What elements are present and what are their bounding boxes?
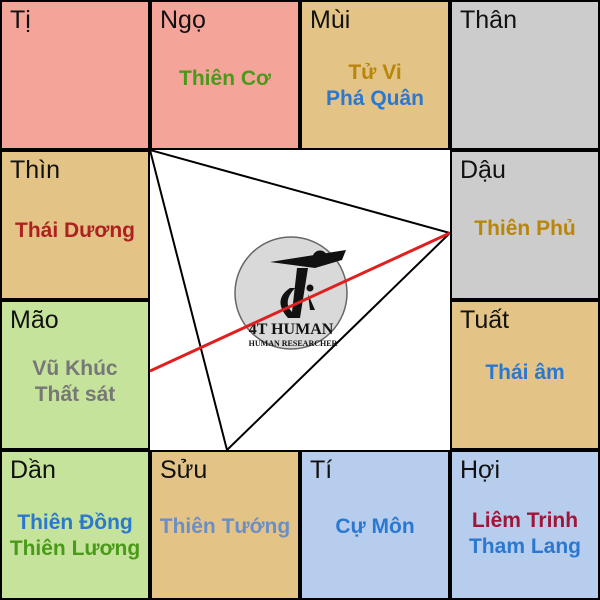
palace-ngo: Ngọ Thiên Cơ: [150, 0, 300, 150]
branch-label: Thân: [460, 6, 517, 34]
branch-label: Ngọ: [160, 6, 206, 34]
center-panel: 4T HUMAN HUMAN RESEARCHER: [150, 150, 450, 450]
branch-label: Tuất: [460, 306, 510, 334]
palace-tuat: Tuất Thái âm: [450, 300, 600, 450]
star-name: Thiên Phủ: [474, 217, 576, 240]
logo-tagline: HUMAN RESEARCHER: [249, 339, 338, 348]
star-name: Cự Môn: [335, 515, 415, 538]
palace-dan: Dần Thiên Đồng Thiên Lương: [0, 450, 150, 600]
branch-label: Tị: [10, 6, 31, 34]
logo-brand: 4T HUMAN: [249, 321, 334, 338]
palace-dau: Dậu Thiên Phủ: [450, 150, 600, 300]
palace-thin: Thìn Thái Dương: [0, 150, 150, 300]
star-name: Thiên Đồng: [17, 511, 133, 534]
branch-label: Dậu: [460, 156, 506, 184]
palace-than: Thân: [450, 0, 600, 150]
palace-suu: Sửu Thiên Tướng: [150, 450, 300, 600]
palace-ti: Tị: [0, 0, 150, 150]
star-name: Thái âm: [485, 361, 565, 384]
star-name: Thiên Lương: [9, 537, 141, 560]
star-name: Vũ Khúc: [32, 357, 118, 380]
branch-label: Dần: [10, 456, 56, 484]
star-name: Thiên Tướng: [159, 515, 291, 538]
star-name: Tham Lang: [468, 535, 581, 558]
star-name: Thất sát: [34, 383, 116, 406]
branch-label: Mão: [10, 306, 59, 334]
branch-label: Tí: [310, 456, 333, 484]
palace-mao: Mão Vũ Khúc Thất sát: [0, 300, 150, 450]
star-name: Liêm Trinh: [471, 509, 579, 532]
red-axis-line: [150, 231, 450, 373]
branch-label: Thìn: [10, 156, 61, 184]
center-diagram: 4T HUMAN HUMAN RESEARCHER: [150, 150, 450, 450]
branch-label: Sửu: [160, 456, 208, 484]
triangle-lines: [150, 150, 450, 450]
star-name: Tử Vi: [348, 61, 402, 84]
star-name: Thiên Cơ: [179, 67, 271, 90]
branch-label: Mùi: [310, 6, 351, 34]
palace-mui: Mùi Tử Vi Phá Quân: [300, 0, 450, 150]
palace-hoi: Hợi Liêm Trinh Tham Lang: [450, 450, 600, 600]
star-name: Thái Dương: [15, 219, 135, 242]
human-figure-icon: [270, 250, 346, 318]
branch-label: Hợi: [460, 456, 501, 484]
star-name: Phá Quân: [325, 87, 425, 110]
palace-ti-rat: Tí Cự Môn: [300, 450, 450, 600]
